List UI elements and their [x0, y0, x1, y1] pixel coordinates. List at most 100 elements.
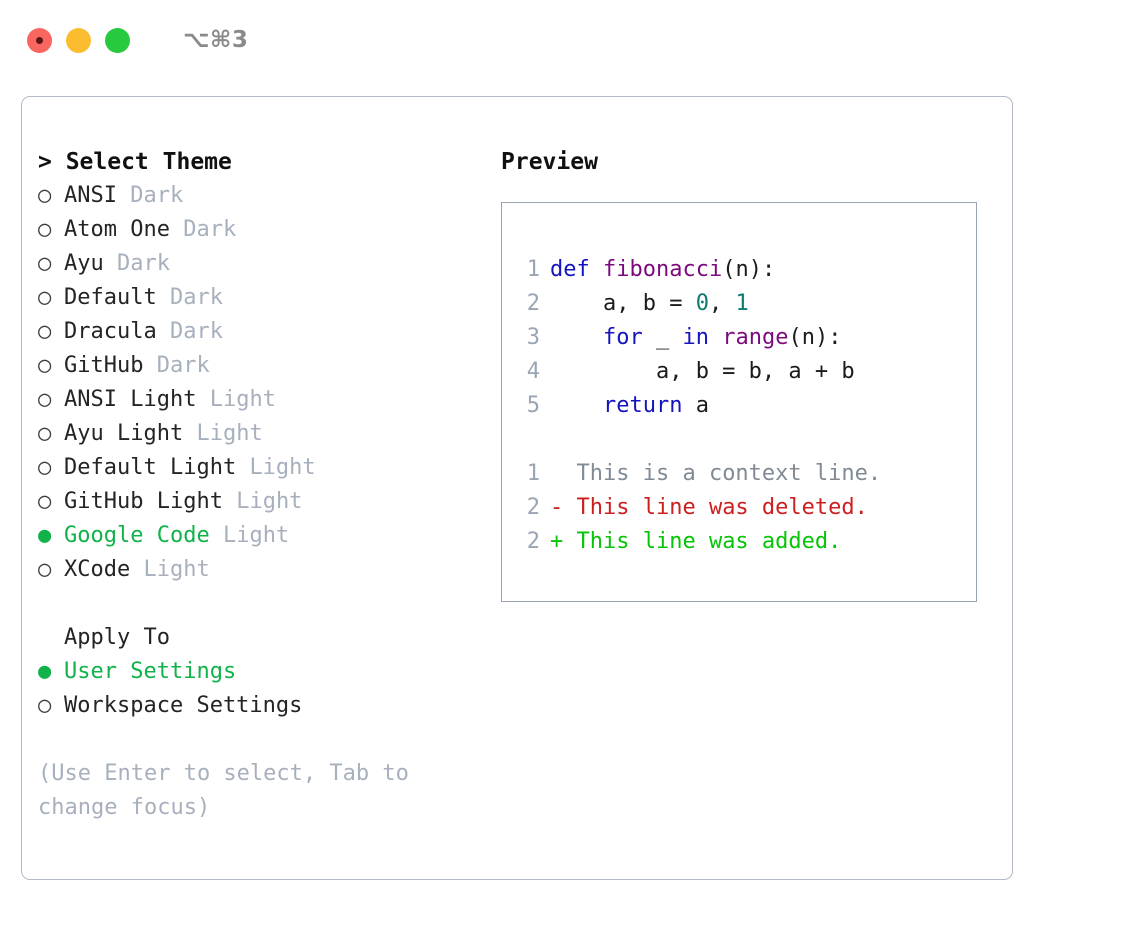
code-token-num: 0 — [695, 291, 709, 316]
diff-line-number: 1 — [526, 461, 540, 486]
label-gap — [236, 455, 249, 480]
diff-sign — [550, 461, 563, 486]
code-token-kw: return — [602, 393, 683, 418]
diff-text: This is a context line. — [563, 461, 882, 486]
theme-option-default[interactable]: ○Default Dark — [38, 281, 498, 315]
close-button-icon[interactable] — [27, 27, 52, 53]
label-gap — [196, 387, 209, 412]
panel-columns: > Select Theme ○ANSI Dark○Atom One Dark○… — [22, 97, 1012, 879]
radio-unselected-icon: ○ — [38, 489, 52, 514]
code-token-plain: , — [708, 291, 736, 316]
theme-option-ayu-light[interactable]: ○ Ayu Light Light — [38, 417, 498, 451]
code-token-fn: fibonacci — [602, 257, 723, 282]
label-gap — [104, 251, 117, 276]
code-line-number: 1 — [526, 257, 540, 282]
code-token-plain: a — [682, 393, 709, 418]
theme-option-category: Dark — [169, 319, 223, 344]
theme-option-label: Default — [64, 285, 157, 310]
theme-option-category: Dark — [183, 217, 237, 242]
code-token-plain — [550, 393, 603, 418]
code-line-text: a, b = 0, 1 — [550, 287, 749, 321]
theme-option-label: Dracula — [64, 319, 157, 344]
label-gap — [130, 557, 143, 582]
apply-to-option-user-settings[interactable]: ●User Settings — [38, 655, 498, 689]
theme-picker-column: > Select Theme ○ANSI Dark○Atom One Dark○… — [38, 145, 498, 825]
label-gap — [117, 183, 130, 208]
theme-option-category: Light — [249, 455, 316, 480]
diff-text: This line was deleted. — [563, 495, 868, 520]
maximize-button-icon[interactable] — [105, 27, 130, 53]
code-line-text: for _ in range(n): — [550, 321, 841, 355]
theme-option-category: Dark — [117, 251, 170, 276]
apply-to-option-workspace-settings[interactable]: ○Workspace Settings — [38, 689, 498, 723]
theme-option-label: Ayu Light — [64, 421, 184, 446]
theme-option-category: Light — [196, 421, 263, 446]
theme-option-label: Default Light — [64, 455, 237, 480]
code-line: 4 a, b = b, a + b — [502, 355, 976, 389]
radio-unselected-icon: ○ — [38, 183, 52, 208]
label-gap — [210, 523, 223, 548]
diff-text: This line was added. — [563, 529, 842, 554]
radio-unselected-icon: ○ — [38, 421, 52, 446]
code-line-text: def fibonacci(n): — [550, 253, 775, 287]
theme-option-atom-one[interactable]: ○Atom One Dark — [38, 213, 498, 247]
code-token-plain: (n): — [788, 325, 842, 350]
diff-line-text: This is a context line. — [550, 457, 881, 491]
title-bar: ⌥⌘3 — [0, 0, 1140, 80]
code-token-plain — [709, 325, 722, 350]
keyboard-shortcut-label: ⌥⌘3 — [183, 27, 249, 53]
code-token-kw: for — [602, 325, 643, 350]
diff-line-text: - This line was deleted. — [550, 491, 868, 525]
diff-sign: + — [550, 529, 564, 554]
theme-option-ayu[interactable]: ○ Ayu Dark — [38, 247, 498, 281]
theme-option-ansi[interactable]: ○ANSI Dark — [38, 179, 498, 213]
list-spacer — [38, 587, 498, 621]
theme-option-category: Dark — [156, 353, 210, 378]
theme-option-label: XCode — [64, 557, 131, 582]
code-diff-separator — [502, 423, 976, 457]
theme-option-github[interactable]: ○GitHub Dark — [38, 349, 498, 383]
code-token-num: 1 — [735, 291, 749, 316]
theme-option-category: Light — [236, 489, 303, 514]
theme-option-category: Light — [222, 523, 290, 548]
diff-line-del: 2- This line was deleted. — [502, 491, 976, 525]
diff-line-add: 2 + This line was added. — [502, 525, 976, 559]
theme-option-xcode[interactable]: ○XCode Light — [38, 553, 498, 587]
select-theme-heading: > Select Theme — [38, 149, 232, 175]
radio-selected-icon: ● — [38, 523, 52, 548]
code-line-text: return a — [550, 389, 709, 423]
diff-sign: - — [550, 495, 564, 520]
label-gap — [157, 285, 170, 310]
theme-option-ansi-light[interactable]: ○ANSI Light Light — [38, 383, 498, 417]
code-line-number: 4 — [526, 359, 540, 384]
radio-unselected-icon: ○ — [38, 251, 52, 276]
radio-unselected-icon: ○ — [38, 217, 52, 242]
diff-block: 1 This is a context line.2- This line wa… — [502, 457, 976, 559]
theme-option-dracula[interactable]: ○ Dracula Dark — [38, 315, 498, 349]
code-token-plain: (n): — [722, 257, 776, 282]
code-token-fn: range — [722, 325, 789, 350]
code-line-number: 3 — [526, 325, 540, 350]
theme-option-category: Light — [143, 557, 210, 582]
radio-unselected-icon: ○ — [38, 319, 52, 344]
preview-code-area: 1 def fibonacci(n): 2 a, b = 0, 1 3 for _ i… — [502, 221, 976, 559]
apply-to-option-label: User Settings — [64, 659, 237, 684]
theme-option-github-light[interactable]: ○GitHub Light Light — [38, 485, 498, 519]
theme-option-label: ANSI — [64, 183, 117, 208]
theme-option-category: Light — [209, 387, 276, 412]
radio-unselected-icon: ○ — [38, 285, 52, 310]
label-gap — [170, 217, 183, 242]
minimize-button-icon[interactable] — [66, 27, 91, 53]
diff-line-number: 2 — [526, 529, 540, 554]
apply-to-heading: Apply To — [64, 625, 170, 650]
radio-unselected-icon: ○ — [38, 387, 52, 412]
radio-unselected-icon: ○ — [38, 353, 52, 378]
theme-option-default-light[interactable]: ○Default Light Light — [38, 451, 498, 485]
theme-option-label: Ayu — [64, 251, 104, 276]
theme-option-google-code[interactable]: ●Google Code Light — [38, 519, 498, 553]
label-gap — [183, 421, 196, 446]
diff-line-ctx: 1 This is a context line. — [502, 457, 976, 491]
keyboard-hint-text: (Use Enter to select, Tab to change focu… — [38, 761, 409, 820]
window-controls — [27, 27, 130, 53]
